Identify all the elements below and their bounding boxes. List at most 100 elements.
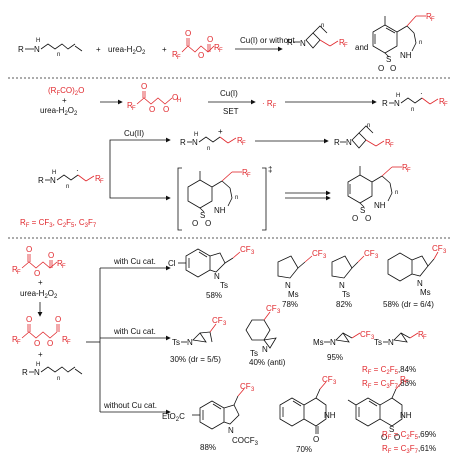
product-aziridine-rf: Ts N R F RF = C2F5,84% RF = C3F7,83%	[362, 330, 427, 390]
product-pyrrolidine-2: N Ts CF 3 82%	[331, 249, 379, 309]
svg-text:n: n	[419, 40, 422, 46]
product-indoline-cl: Cl N Ts CF 3 58%	[168, 245, 255, 300]
svg-text:F: F	[62, 264, 66, 270]
svg-text:F: F	[247, 173, 251, 179]
mech-set: SET	[223, 107, 239, 116]
svg-text:N: N	[417, 279, 423, 288]
svg-text:R: R	[12, 265, 18, 274]
scope-anhydride: R F O O O R F	[12, 245, 66, 278]
svg-text:R: R	[12, 335, 18, 344]
svg-text:O: O	[207, 35, 213, 44]
mech-plus: +	[62, 96, 67, 105]
svg-text:R: R	[339, 38, 345, 47]
svg-text:CF: CF	[266, 304, 277, 313]
svg-text:n: n	[57, 376, 60, 382]
svg-text:N: N	[34, 368, 40, 377]
svg-text:NH: NH	[374, 201, 386, 210]
svg-text:Cl: Cl	[168, 259, 176, 268]
eto2c-label: EtO2C	[162, 412, 185, 423]
svg-text:O: O	[48, 251, 54, 260]
mech-radical-product: R N H n · R F	[382, 89, 448, 113]
svg-text:O: O	[47, 339, 53, 348]
svg-text:F: F	[344, 43, 348, 49]
yield-8: 88%	[200, 443, 216, 452]
top-h-atom: H	[36, 38, 40, 44]
svg-text:Ts: Ts	[374, 338, 382, 347]
top-condition: Cu(I) or without	[240, 36, 295, 45]
svg-text:F: F	[67, 340, 71, 346]
top-n-sub: n	[57, 52, 60, 58]
mech-ts-structure: R F n NH S O O	[187, 168, 251, 228]
svg-text:O: O	[352, 214, 358, 223]
svg-text:Ms: Ms	[420, 288, 431, 297]
mech-radical-intermediate: R N H n · R F	[38, 166, 104, 190]
svg-text:F: F	[444, 102, 448, 108]
yield-6: 40% (anti)	[249, 358, 286, 367]
svg-text:n: n	[411, 107, 414, 113]
svg-text:N: N	[285, 281, 291, 290]
scope-urea: urea-H2O2	[20, 289, 58, 300]
svg-text:O: O	[205, 219, 211, 228]
svg-text:O: O	[313, 435, 319, 444]
svg-text:O: O	[192, 219, 198, 228]
svg-text:N: N	[388, 338, 394, 347]
svg-text:3: 3	[251, 250, 255, 256]
mech-radical: · RF	[262, 99, 277, 110]
svg-text:n: n	[321, 23, 324, 29]
yield-1: 58%	[206, 291, 222, 300]
product-sultam-rf: NH S O O R F RF = C2F5,69% RF = C3F7,61%	[347, 375, 436, 455]
svg-text:Ms: Ms	[288, 290, 299, 299]
mech-cation: R N H n + R F	[180, 127, 246, 152]
rf-c2f5-row2: RF = C2F5,84%	[362, 365, 416, 376]
svg-text:N: N	[228, 426, 234, 435]
svg-text:F: F	[390, 143, 394, 149]
svg-text:O: O	[149, 105, 155, 114]
svg-text:3: 3	[371, 335, 375, 341]
product-indoline-ester: EtO2C N COCF3 CF 3 88%	[162, 382, 259, 452]
svg-text:3: 3	[443, 249, 447, 255]
mech-rf-definition: RF = CF3, C2F5, C3F7	[20, 218, 97, 229]
svg-text:O: O	[394, 433, 400, 442]
svg-text:O: O	[141, 82, 147, 91]
svg-text:NH: NH	[400, 411, 412, 420]
top-r-atom: R	[18, 45, 24, 54]
svg-text:O: O	[172, 93, 178, 102]
scope-perester: R F O O O O R F	[12, 315, 71, 348]
top-plus-1: +	[96, 45, 101, 54]
svg-text:S: S	[360, 206, 365, 215]
svg-text:R: R	[426, 12, 432, 21]
svg-text:R: R	[38, 176, 44, 185]
svg-text:Ts: Ts	[250, 349, 258, 358]
top-n-atom: N	[34, 45, 40, 54]
svg-text:Ms: Ms	[313, 338, 324, 347]
svg-text:R: R	[95, 174, 101, 183]
svg-text:3: 3	[323, 254, 327, 260]
svg-text:O: O	[390, 64, 396, 73]
svg-text:R: R	[382, 99, 388, 108]
scope: R F O O O R F + urea-H2O2 R F O O O	[12, 244, 447, 455]
svg-text:H: H	[36, 362, 40, 368]
top-urea: urea-H2O2	[108, 45, 146, 56]
svg-text:N: N	[394, 99, 400, 108]
svg-text:S: S	[386, 55, 391, 64]
svg-text:F: F	[17, 340, 21, 346]
svg-text:F: F	[242, 141, 246, 147]
svg-text:F: F	[17, 270, 21, 276]
svg-text:F: F	[219, 48, 223, 54]
scope-plus-2: +	[38, 350, 43, 359]
svg-text:3: 3	[375, 254, 379, 260]
mech-cu2: Cu(II)	[124, 129, 144, 138]
yield-2: 78%	[282, 300, 298, 309]
product-aziridine-bicyclic: N Ts CF 3 40% (anti)	[245, 304, 286, 367]
product-pyrrolidine-1: N Ms CF 3 78%	[277, 249, 327, 309]
yield-7: 95%	[327, 353, 343, 362]
svg-text:N: N	[187, 338, 193, 347]
svg-text:F: F	[423, 335, 427, 341]
yield-4: 58% (dr = 6/4)	[383, 300, 434, 309]
svg-text:NH: NH	[400, 51, 412, 60]
top-plus-2: +	[162, 45, 167, 54]
scope-plus-1: +	[38, 278, 43, 287]
svg-text:R: R	[127, 101, 133, 110]
product-lactam: NH O CF 3 70%	[279, 375, 337, 454]
svg-text:R: R	[237, 136, 243, 145]
